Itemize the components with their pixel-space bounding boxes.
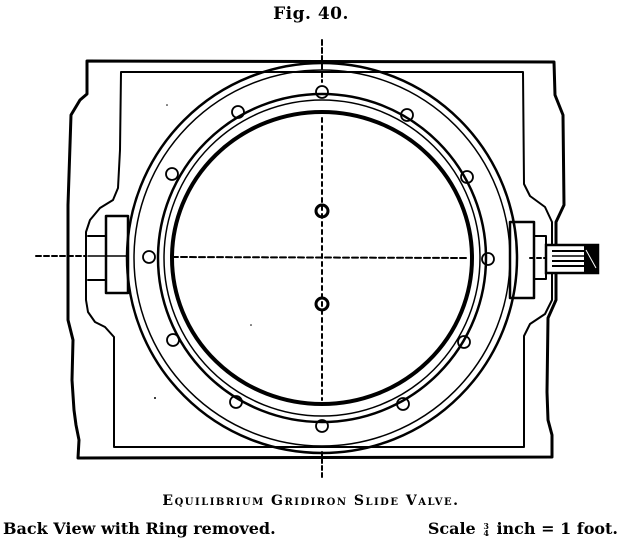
scale-fraction-denominator: 4 bbox=[483, 527, 489, 538]
bolt-hole bbox=[460, 170, 474, 184]
bolt-hole bbox=[229, 395, 243, 409]
bolt-hole bbox=[315, 419, 329, 433]
bolt-hole bbox=[166, 333, 180, 347]
caption-scale: Scale 3 4 inch = 1 foot. bbox=[428, 519, 618, 538]
bolt-hole bbox=[457, 335, 471, 349]
scale-fraction: 3 4 bbox=[483, 520, 489, 538]
valve-body-outline bbox=[66, 59, 566, 460]
bolt-hole bbox=[400, 108, 414, 122]
left-nut bbox=[104, 214, 130, 295]
right-nut bbox=[508, 220, 536, 300]
bolt-hole bbox=[315, 85, 329, 99]
caption-subtitle: Back View with Ring removed. bbox=[3, 519, 276, 538]
horizontal-center-line bbox=[171, 256, 469, 259]
bolt-hole bbox=[142, 250, 156, 264]
spindle-end bbox=[544, 243, 600, 275]
flange-ring-4 bbox=[163, 99, 481, 417]
bolt-hole bbox=[396, 397, 410, 411]
bolt-hole bbox=[481, 252, 495, 266]
scale-fraction-numerator: 3 bbox=[483, 520, 489, 531]
caption-title: Equilibrium Gridiron Slide Valve. bbox=[162, 493, 460, 509]
scale-suffix: inch = 1 foot. bbox=[496, 519, 618, 538]
scale-prefix: Scale bbox=[427, 519, 476, 538]
bolt-hole bbox=[165, 167, 179, 181]
bolt-hole bbox=[231, 105, 245, 119]
valve-face-outline bbox=[85, 71, 553, 448]
bolt-holes bbox=[142, 85, 495, 433]
figure-number: Fig. 40. bbox=[273, 4, 349, 24]
flange-ring-3 bbox=[156, 92, 488, 424]
